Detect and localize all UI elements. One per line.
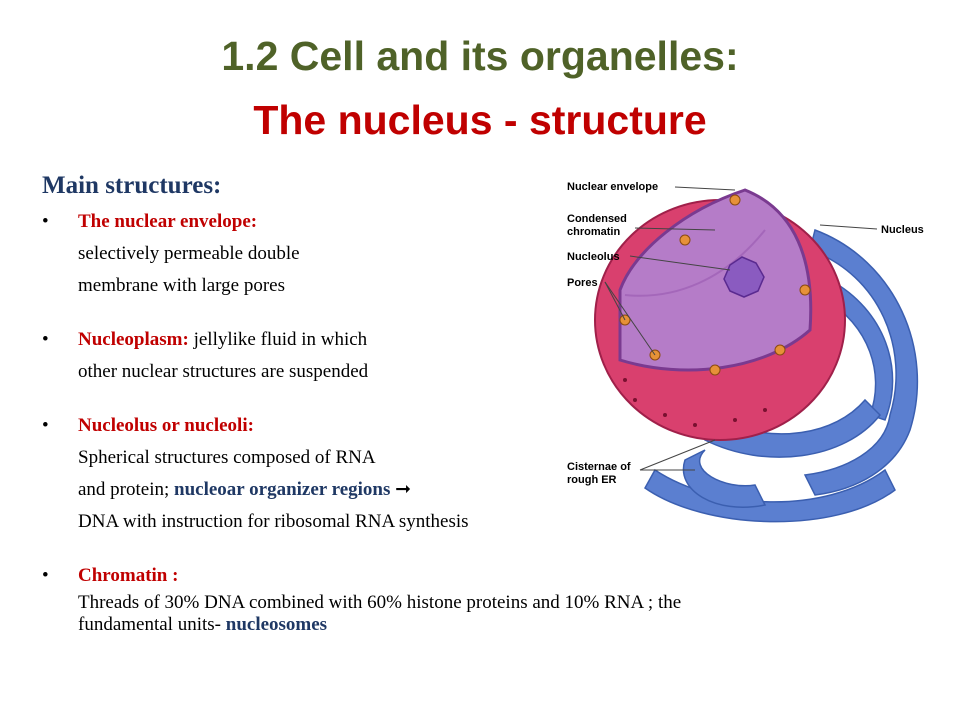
- desc-text: and protein;: [78, 479, 175, 500]
- desc-line: Spherical structures composed of RNA: [78, 447, 376, 468]
- label-rough-er: rough ER: [567, 474, 617, 486]
- bullet-dot: •: [42, 329, 49, 350]
- label-condensed-chromatin: Condensed: [567, 213, 627, 225]
- main-structures-heading: Main structures:: [42, 172, 222, 199]
- label-nucleolus: Nucleolus: [567, 251, 620, 263]
- label-pores: Pores: [567, 277, 598, 289]
- nucleus-diagram: Nuclear envelope Condensed chromatin Nuc…: [567, 181, 924, 523]
- label-nuclear-envelope: Nuclear envelope: [567, 181, 658, 193]
- term-chromatin: Chromatin :: [78, 565, 179, 586]
- bullet-nuclear-envelope: • The nuclear envelope: selectively perm…: [42, 206, 942, 302]
- label-cisternae: Cisternae of: [567, 461, 631, 473]
- bullet-dot: •: [42, 565, 49, 586]
- diagram-labels: Nuclear envelope Condensed chromatin Nuc…: [567, 181, 924, 486]
- content-area: Main structures: • The nuclear envelope:…: [42, 172, 942, 636]
- slide-subtitle: The nucleus - structure: [253, 97, 707, 143]
- slide-title: 1.2 Cell and its organelles:: [221, 33, 739, 79]
- label-nucleus: Nucleus: [881, 224, 924, 236]
- term-nucleolus: Nucleolus or nucleoli:: [78, 415, 254, 436]
- bullet-dot: •: [42, 211, 49, 232]
- desc-text: fundamental units-: [78, 614, 226, 635]
- bullet-dot: •: [42, 415, 49, 436]
- arrow-icon: ➞: [395, 479, 412, 500]
- term-nucleolar-organizer: nucleoar organizer regions: [174, 479, 391, 500]
- desc-line: membrane with large pores: [78, 275, 285, 296]
- term-nucleosomes: nucleosomes: [225, 614, 328, 635]
- desc-line: selectively permeable double: [78, 243, 300, 264]
- desc-line: other nuclear structures are suspended: [78, 361, 369, 382]
- desc-text: jellylike fluid in which: [188, 329, 368, 350]
- nucleus: [594, 188, 846, 441]
- term-nuclear-envelope: The nuclear envelope:: [78, 211, 258, 232]
- bullet-nucleoplasm: • Nucleoplasm: jellylike fluid in which …: [42, 324, 942, 388]
- bullet-chromatin: • Chromatin : Threads of 30% DNA combine…: [42, 560, 942, 636]
- bullet-nucleolus: • Nucleolus or nucleoli: Spherical struc…: [42, 410, 942, 538]
- desc-line: Threads of 30% DNA combined with 60% his…: [78, 592, 682, 613]
- label-condensed-chromatin-2: chromatin: [567, 226, 620, 238]
- desc-line: DNA with instruction for ribosomal RNA s…: [78, 511, 469, 532]
- term-nucleoplasm: Nucleoplasm:: [78, 329, 189, 350]
